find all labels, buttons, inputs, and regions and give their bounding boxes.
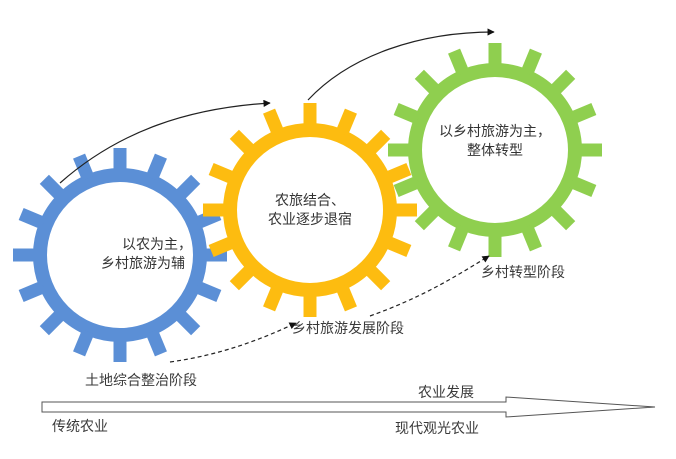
gear-tooth — [208, 235, 236, 257]
gear-transform-center-text: 以乡村旅游为主， 整体转型 — [420, 123, 570, 161]
gear-tooth — [174, 309, 201, 336]
gear-tooth — [335, 284, 357, 312]
gear-tooth — [384, 235, 412, 257]
gear-tooth — [414, 204, 441, 231]
gear-tooth — [208, 163, 236, 185]
gear-tooth — [113, 338, 127, 362]
gear-tooth — [39, 174, 66, 201]
gear-tooth — [393, 175, 421, 197]
gear-tooth — [39, 309, 66, 336]
gear-tooth — [203, 203, 227, 217]
gear-transform-text-line-2: 整体转型 — [467, 143, 523, 159]
axis-start-label: 传统农业 — [52, 419, 108, 435]
gear-tooth — [113, 148, 127, 172]
gear-rural-transformation — [388, 43, 602, 257]
axis-end-label: 现代观光农业 — [395, 421, 479, 437]
gear-tooth — [303, 103, 317, 127]
gear-tooth — [393, 103, 421, 125]
gear-tooth — [13, 248, 37, 262]
gear-tooth — [549, 204, 576, 231]
gear-land-consolidation — [13, 148, 227, 362]
stage-label-transform: 乡村转型阶段 — [481, 265, 565, 281]
gear-tooth — [384, 163, 412, 185]
gear-transform-text-line-1: 以乡村旅游为主， — [439, 124, 551, 140]
gear-tooth — [229, 264, 256, 291]
progress-arrow-2 — [307, 28, 495, 101]
gear-tooth — [393, 203, 417, 217]
gear-ring — [408, 63, 582, 237]
gear-land-text-line-1: 以农为主， — [122, 237, 192, 253]
gear-tooth — [263, 108, 285, 136]
gear-tooth — [303, 293, 317, 317]
gear-tourism-text-line-2: 农业逐步退宿 — [268, 212, 352, 228]
gear-tooth — [145, 153, 167, 181]
gear-tourism-text-line-1: 农旅结合、 — [275, 193, 345, 209]
gear-ring — [223, 123, 397, 297]
gear-tooth — [448, 224, 470, 252]
progress-arrow-1 — [59, 99, 271, 184]
gear-tooth — [448, 48, 470, 76]
gear-tooth — [520, 48, 542, 76]
gear-tooth — [18, 280, 46, 302]
gear-tooth — [174, 174, 201, 201]
gear-tooth — [335, 108, 357, 136]
gear-tooth — [569, 103, 597, 125]
gear-tooth — [364, 129, 391, 156]
gear-tooth — [73, 329, 95, 357]
gear-tooth — [414, 69, 441, 96]
gear-tooth — [145, 329, 167, 357]
gear-tooth — [18, 208, 46, 230]
gear-tooth — [388, 143, 412, 157]
gear-tooth — [520, 224, 542, 252]
gear-tooth — [73, 153, 95, 181]
gear-tooth — [194, 280, 222, 302]
agriculture-development-arrow — [41, 396, 656, 418]
gear-ring — [33, 168, 207, 342]
stage-label-tourism: 乡村旅游发展阶段 — [292, 321, 404, 337]
gear-land-center-text: 以农为主， 乡村旅游为辅 — [68, 236, 218, 274]
gear-tooth — [488, 43, 502, 67]
gear-tooth — [569, 175, 597, 197]
stage-label-land: 土地综合整治阶段 — [85, 373, 197, 389]
gear-tooth — [229, 129, 256, 156]
gear-tooth — [549, 69, 576, 96]
stage-link-arrow-1 — [169, 322, 297, 363]
axis-label-agri-development: 农业发展 — [418, 385, 474, 401]
stage-link-arrow-2 — [369, 255, 490, 317]
gear-tooth — [488, 233, 502, 257]
gear-tooth — [263, 284, 285, 312]
gear-tooth — [578, 143, 602, 157]
gear-tourism-center-text: 农旅结合、 农业逐步退宿 — [235, 192, 385, 230]
gear-tooth — [364, 264, 391, 291]
gear-rural-tourism — [203, 103, 417, 317]
gear-land-text-line-2: 乡村旅游为辅 — [101, 256, 185, 272]
